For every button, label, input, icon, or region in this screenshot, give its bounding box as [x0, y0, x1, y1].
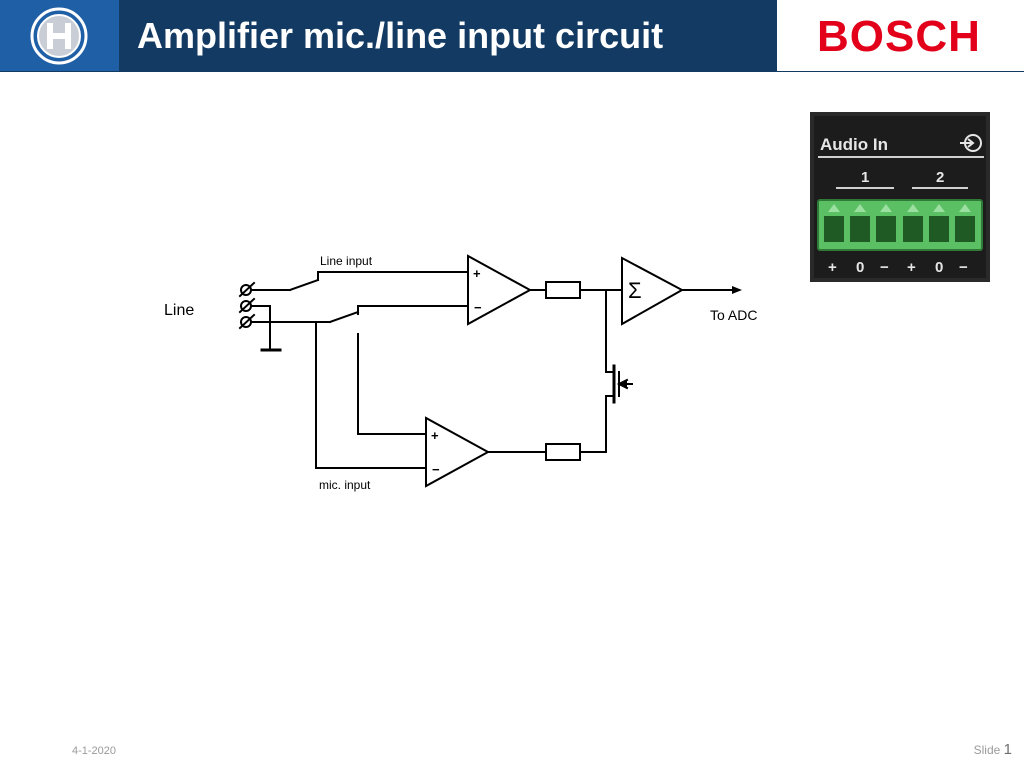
brand-area — [777, 0, 1024, 71]
terminal-label-1: + — [828, 259, 837, 276]
line-label: Line — [164, 302, 194, 319]
line-opamp-minus: − — [474, 300, 482, 315]
output-arrow — [732, 286, 742, 294]
to-adc-label: To ADC — [710, 307, 757, 323]
header-divider — [0, 71, 1024, 72]
mic-opamp — [425, 416, 491, 488]
terminal-label-2: 0 — [856, 259, 864, 276]
footer-date: 4-1-2020 — [72, 745, 117, 757]
line-plus-wire — [250, 271, 469, 292]
summing-amplifier — [621, 256, 685, 326]
slide-header: Amplifier mic./line input circuit BOSCH — [0, 0, 1024, 72]
sum-symbol: Σ — [628, 278, 642, 303]
terminal-label-3: − — [880, 259, 889, 276]
mic-opamp-plus: + — [431, 428, 439, 443]
line-input-terminals — [238, 281, 256, 330]
ground-symbol — [250, 305, 282, 352]
slide-title: Amplifier mic./line input circuit — [137, 15, 664, 56]
channel-2-label: 2 — [936, 169, 944, 186]
terminal-label-6: − — [959, 259, 968, 276]
mic-resistor — [545, 443, 581, 461]
audio-input-icon — [960, 134, 982, 152]
bosch-armature-icon — [30, 7, 88, 65]
line-minus-wire — [250, 305, 469, 324]
terminal-label-4: + — [907, 259, 916, 276]
slide-number: 1 — [1003, 741, 1012, 758]
slide-label: Slide — [973, 743, 1001, 757]
title-bar — [119, 0, 777, 71]
mic-input-label: mic. input — [319, 478, 371, 492]
mic-opamp-minus: − — [432, 462, 440, 477]
mic-input-wires — [315, 323, 427, 469]
line-opamp-plus: + — [473, 266, 481, 281]
audio-in-panel-photo: Audio In 1 2 + 0 − + 0 − — [810, 112, 990, 282]
bosch-armature-logo — [0, 0, 119, 71]
slide-number-area: Slide 1 — [974, 741, 1012, 758]
terminal-block-connector — [817, 199, 983, 251]
line-input-label: Line input — [320, 254, 373, 268]
terminal-label-5: 0 — [935, 259, 943, 276]
audio-in-title: Audio In — [820, 135, 888, 154]
bosch-wordmark: BOSCH — [817, 12, 981, 61]
line-opamp — [467, 254, 533, 326]
channel-1-label: 1 — [861, 169, 869, 186]
line-resistor — [545, 281, 581, 299]
fet-switch — [605, 289, 633, 453]
